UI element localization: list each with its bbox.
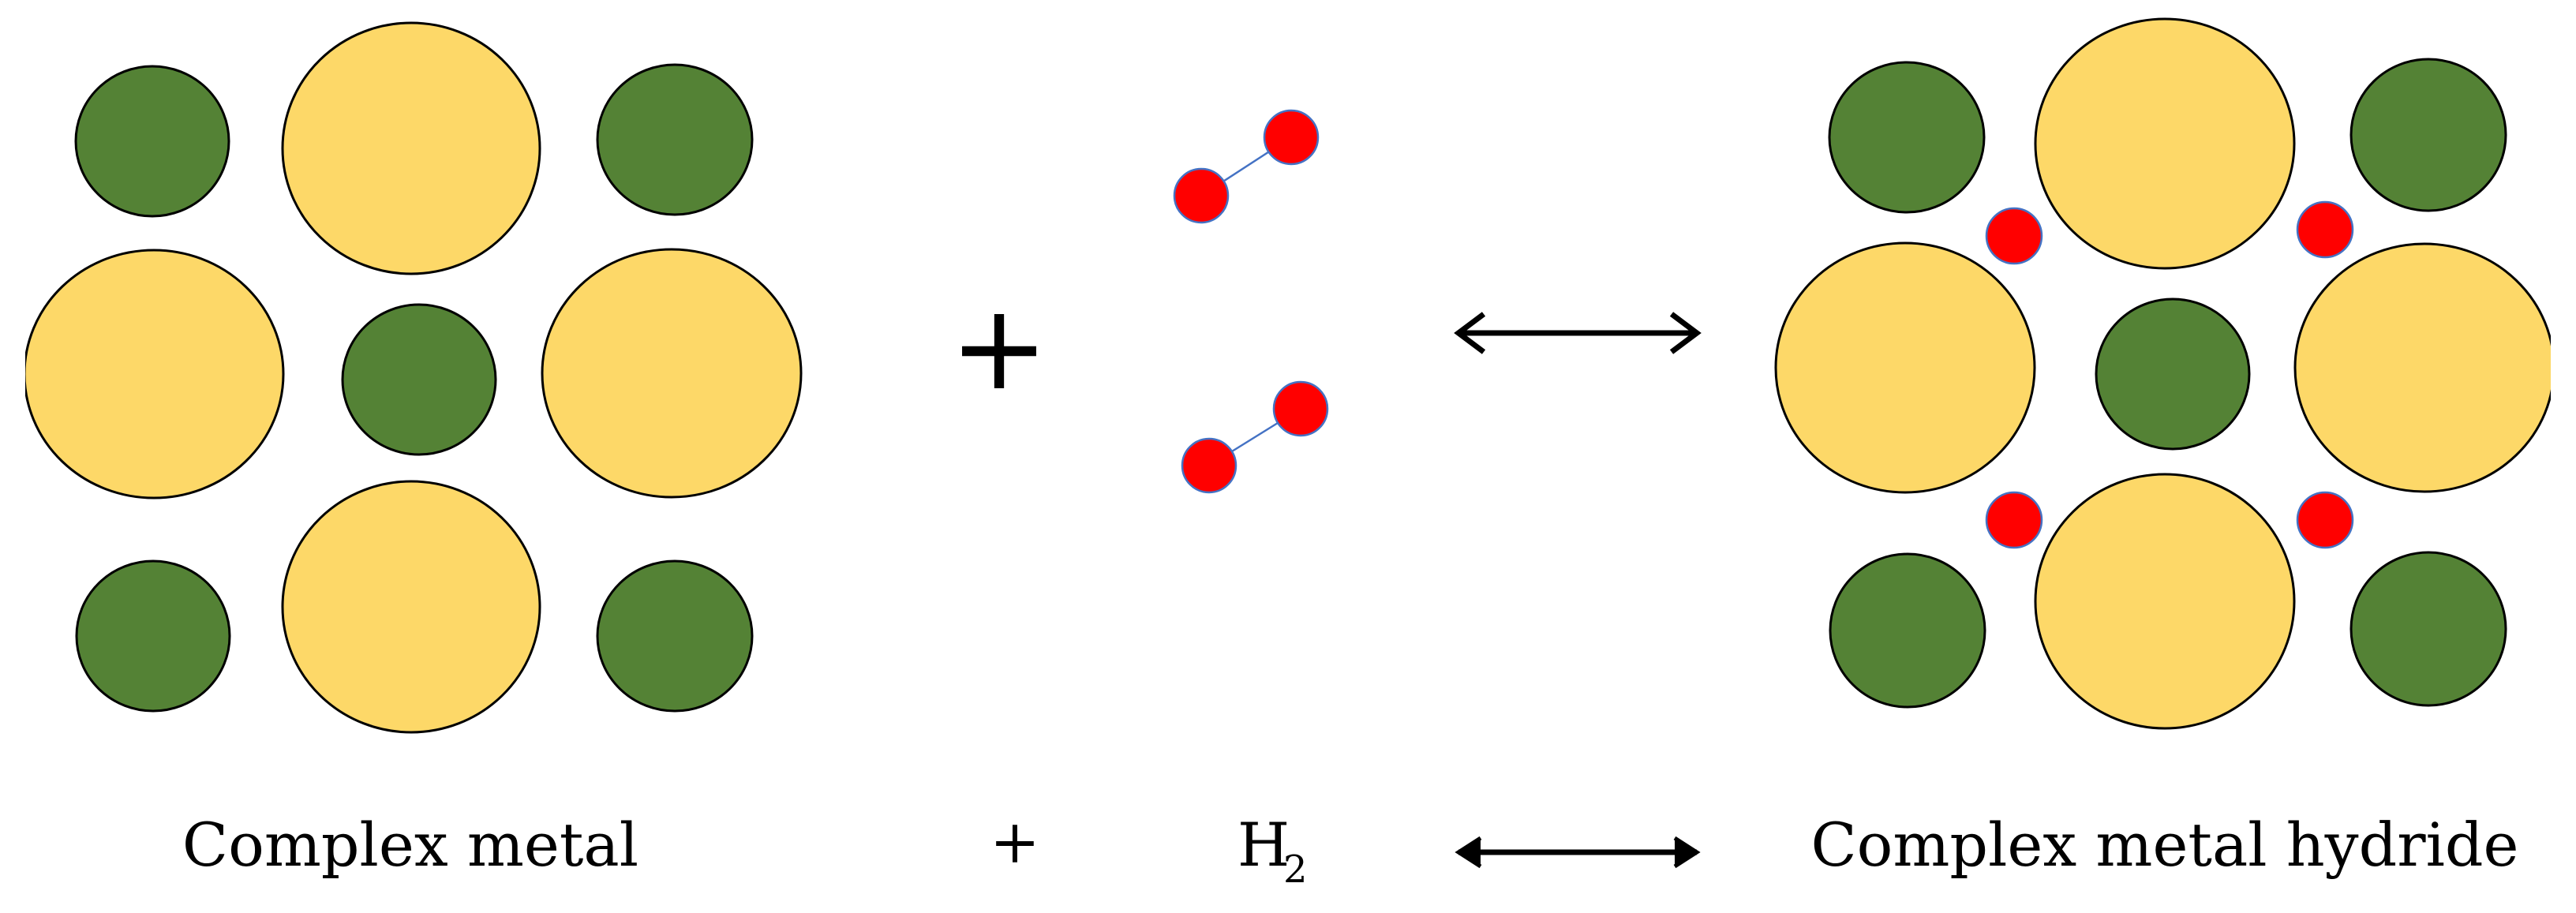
hydrogen-atom: [1272, 380, 1329, 437]
small-atom: [596, 63, 754, 216]
small-atom: [1828, 61, 1986, 214]
double-headed-arrow-icon: [1455, 836, 1701, 869]
double-headed-arrow-icon: [1454, 312, 1702, 354]
large-atom: [541, 248, 803, 499]
plus-symbol-large: +: [949, 279, 1049, 417]
hydrogen-symbol: H: [1237, 810, 1290, 880]
plus-caption: +: [990, 806, 1040, 877]
small-atom: [2349, 58, 2507, 212]
small-atom: [1829, 552, 1986, 709]
small-atom: [75, 559, 231, 713]
product-caption: Complex metal hydride: [1810, 810, 2518, 880]
complex-metal-hydride-lattice: [1774, 17, 2551, 730]
hydrogen-atom: [1985, 207, 2043, 265]
reactant-caption: Complex metal: [182, 810, 638, 880]
hydrogen-atom: [2296, 200, 2354, 259]
large-atom: [25, 249, 285, 500]
hydrogen-molecule: [1173, 109, 1320, 224]
hydrogen-atom: [1173, 167, 1230, 224]
hydrogen-atom: [1985, 491, 2043, 549]
large-atom: [2034, 17, 2296, 270]
small-atom: [2349, 551, 2507, 707]
hydrogen-subscript: 2: [1283, 848, 1308, 892]
large-atom: [2034, 473, 2296, 730]
small-atom: [341, 303, 497, 456]
large-atom: [2293, 242, 2551, 493]
small-atom: [74, 65, 230, 218]
large-atom: [281, 21, 541, 275]
complex-metal-lattice: [25, 21, 803, 734]
hydrogen-atom: [2296, 491, 2354, 549]
large-atom: [1774, 241, 2036, 494]
hydrogen-molecule: [1181, 380, 1329, 494]
small-atom: [2095, 297, 2251, 451]
large-atom: [281, 480, 541, 734]
small-atom: [596, 559, 754, 713]
hydrogen-atom: [1263, 109, 1320, 166]
hydrogen-atom: [1181, 437, 1237, 494]
hydrogen-formula: H 2: [1237, 810, 1308, 892]
